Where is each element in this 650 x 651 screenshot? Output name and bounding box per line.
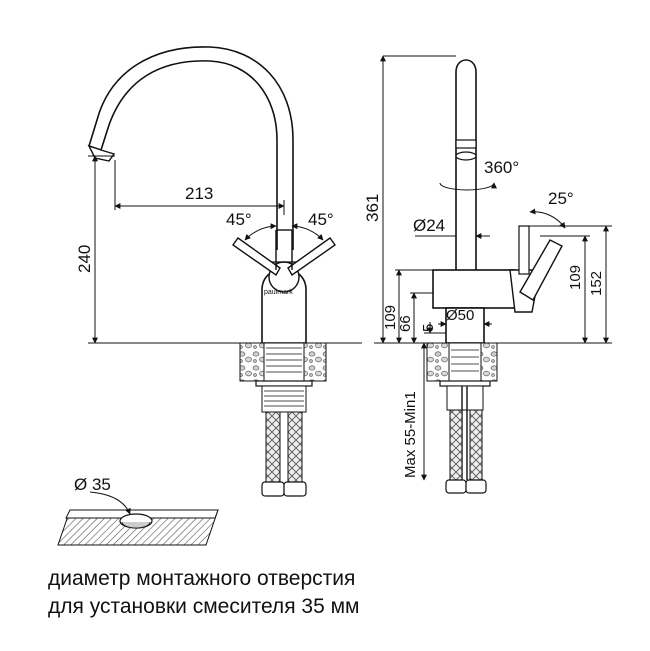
side-body — [432, 225, 563, 344]
side-mounting — [426, 342, 498, 494]
brand-label: paulmark — [264, 289, 293, 296]
rotation-label: 360° — [484, 158, 519, 177]
base-diameter-label: Ø50 — [446, 307, 474, 324]
front-reach-dimension — [114, 160, 285, 215]
rotation-arrow — [439, 182, 497, 191]
handle-height-label: 109 — [567, 265, 584, 290]
tilt-angle-arrow — [529, 208, 566, 229]
hole-detail — [57, 491, 219, 546]
base-height-label: 5 — [420, 324, 437, 332]
front-height-dimension — [88, 155, 115, 344]
lower-height-label: 66 — [397, 315, 414, 332]
front-angle-right-label: 45° — [308, 210, 334, 229]
handle-total-height-label: 152 — [588, 271, 605, 296]
front-view: paulmark 45° 45° 213 240 — [75, 46, 362, 497]
caption-line-2: для установки смесителя 35 мм — [48, 595, 360, 618]
countertop-thickness-label: Max 55-Min1 — [402, 391, 419, 478]
front-mounting — [239, 342, 327, 497]
body-height-label: 109 — [382, 305, 399, 330]
front-handles — [232, 223, 336, 277]
front-spout — [87, 46, 294, 250]
front-body — [261, 261, 307, 344]
caption-line-1: диаметр монтажного отверстия — [48, 567, 356, 590]
side-view: 360° 25° Ø24 Ø50 361 109 66 — [363, 55, 612, 494]
front-height-label: 240 — [75, 245, 94, 273]
side-spout — [455, 59, 477, 270]
total-height-label: 361 — [363, 194, 382, 222]
front-angle-left-label: 45° — [226, 210, 252, 229]
tilt-angle-label: 25° — [548, 189, 574, 208]
hole-diameter-label: Ø 35 — [74, 475, 111, 494]
spout-diameter-label: Ø24 — [413, 216, 445, 235]
front-reach-label: 213 — [185, 184, 213, 203]
